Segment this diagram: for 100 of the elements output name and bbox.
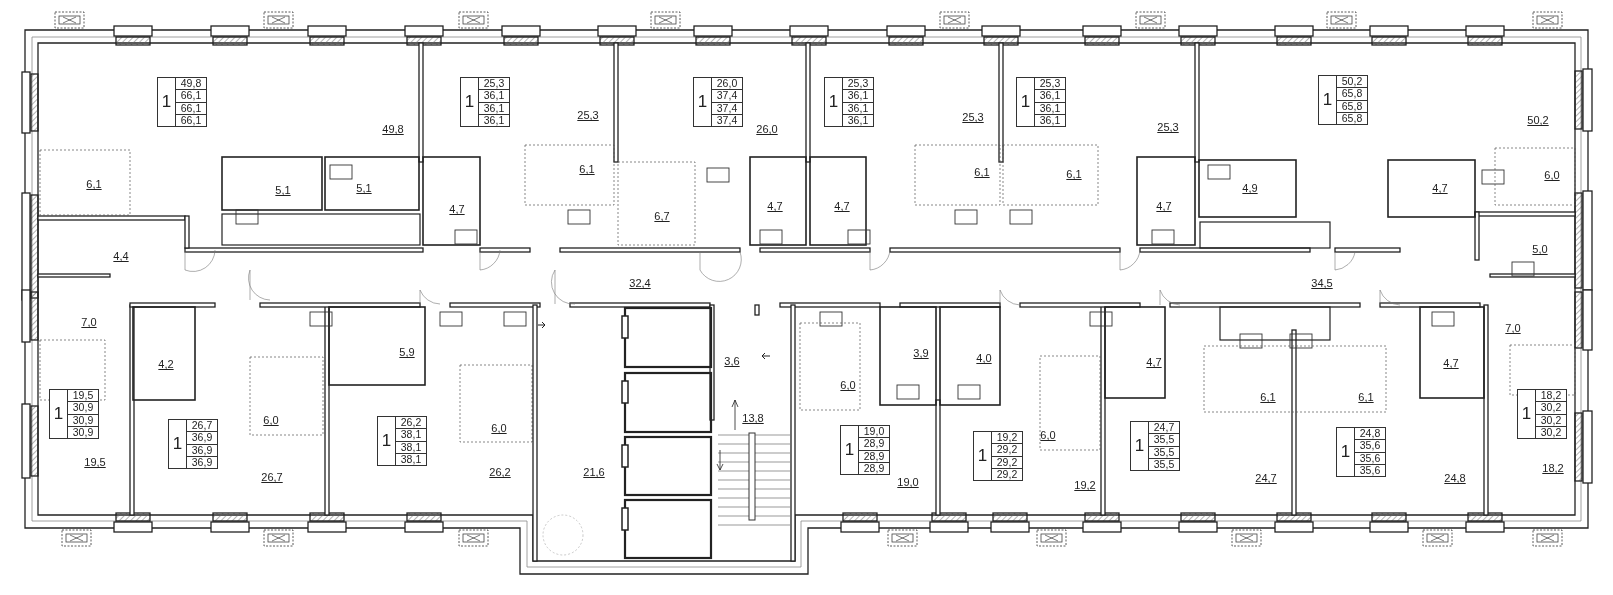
room-area: 49,8 [382,123,404,135]
room-count: 1 [825,78,843,126]
room-count: 1 [1319,76,1337,124]
apartment-tag [168,419,218,469]
room-area: 5,1 [356,182,372,194]
area-value: 19,2 [992,432,1022,445]
area-value: 19,5 [68,390,98,403]
area-value: 36,1 [843,90,873,103]
area-value: 36,1 [1035,102,1065,115]
area-value: 36,1 [1038,114,1062,126]
room-area: 4,7 [1156,200,1172,212]
area-value: 36,1 [482,114,506,126]
room-area: 6,1 [579,163,595,175]
area-value: 30,2 [1536,402,1566,415]
area-value: 25,3 [1035,78,1065,91]
area-value: 65,8 [1337,88,1367,101]
room-area: 6,1 [1260,391,1276,403]
room-count: 1 [158,78,176,126]
room-area: 6,0 [1544,169,1560,181]
apartment-tag [1016,77,1066,127]
apartment-tag [377,416,427,466]
room-area: 6,0 [840,379,856,391]
room-area: 6,1 [86,178,102,190]
room-area: 7,0 [81,316,97,328]
room-area: 24,8 [1444,472,1466,484]
room-area: 6,7 [654,210,670,222]
room-area: 50,2 [1527,114,1549,126]
area-value: 24,8 [1355,428,1385,441]
room-area: 4,2 [158,358,174,370]
room-area: 4,7 [1443,357,1459,369]
room-area: 5,0 [1532,243,1548,255]
room-area: 6,1 [974,166,990,178]
room-area: 21,6 [583,466,605,478]
room-area: 4,7 [1146,356,1162,368]
room-area: 4,7 [834,200,850,212]
area-value: 26,7 [187,420,217,433]
area-value: 65,8 [1340,112,1364,124]
area-value: 25,3 [479,78,509,91]
apartment-tag [1517,389,1567,439]
area-value: 66,1 [176,90,206,103]
room-count: 1 [50,390,68,438]
area-value: 65,8 [1337,100,1367,113]
area-value: 35,6 [1355,440,1385,453]
room-area: 6,0 [491,422,507,434]
area-value: 30,9 [71,426,95,438]
area-value: 36,1 [479,102,509,115]
area-value: 37,4 [712,102,742,115]
room-area: 3,6 [724,355,740,367]
room-area: 4,7 [449,203,465,215]
room-area: 4,4 [113,250,129,262]
room-area: 6,1 [1358,391,1374,403]
room-count: 1 [461,78,479,126]
room-count: 1 [694,78,712,126]
area-value: 36,9 [187,432,217,445]
room-area: 13,8 [742,412,764,424]
area-value: 66,1 [176,102,206,115]
room-count: 1 [378,417,396,465]
area-value: 38,1 [396,429,426,442]
area-value: 35,6 [1355,452,1385,465]
apartment-tag [824,77,874,127]
area-value: 36,9 [187,444,217,457]
room-area: 6,0 [1040,429,1056,441]
area-value: 35,5 [1149,446,1179,459]
area-value: 28,9 [862,462,886,474]
area-value: 28,9 [859,438,889,451]
apartment-tag [49,389,99,439]
room-area: 24,7 [1255,472,1277,484]
area-value: 25,3 [843,78,873,91]
apartment-tag [157,77,207,127]
room-area: 4,7 [767,200,783,212]
apartment-tag [1318,75,1368,125]
room-area: 25,3 [577,109,599,121]
room-area: 26,2 [489,466,511,478]
apartment-tag [973,431,1023,481]
room-area: 3,9 [913,347,929,359]
area-value: 36,1 [846,114,870,126]
area-value: 36,1 [843,102,873,115]
room-area: 5,9 [399,346,415,358]
area-value: 28,9 [859,450,889,463]
room-count: 1 [841,426,859,474]
room-area: 5,1 [275,184,291,196]
area-value: 36,1 [479,90,509,103]
room-area: 25,3 [962,111,984,123]
room-area: 19,0 [897,476,919,488]
area-value: 30,9 [68,414,98,427]
room-area: 34,5 [1311,277,1333,289]
area-value: 36,9 [190,456,214,468]
area-value: 24,7 [1149,422,1179,435]
room-area: 7,0 [1505,322,1521,334]
room-area: 19,2 [1074,479,1096,491]
area-value: 50,2 [1337,76,1367,89]
area-value: 35,5 [1149,434,1179,447]
room-count: 1 [1337,428,1355,476]
room-count: 1 [1131,422,1149,470]
area-value: 37,4 [715,114,739,126]
area-value: 26,2 [396,417,426,430]
room-count: 1 [169,420,187,468]
apartment-tag [840,425,890,475]
area-value: 29,2 [995,468,1019,480]
area-value: 66,1 [179,114,203,126]
